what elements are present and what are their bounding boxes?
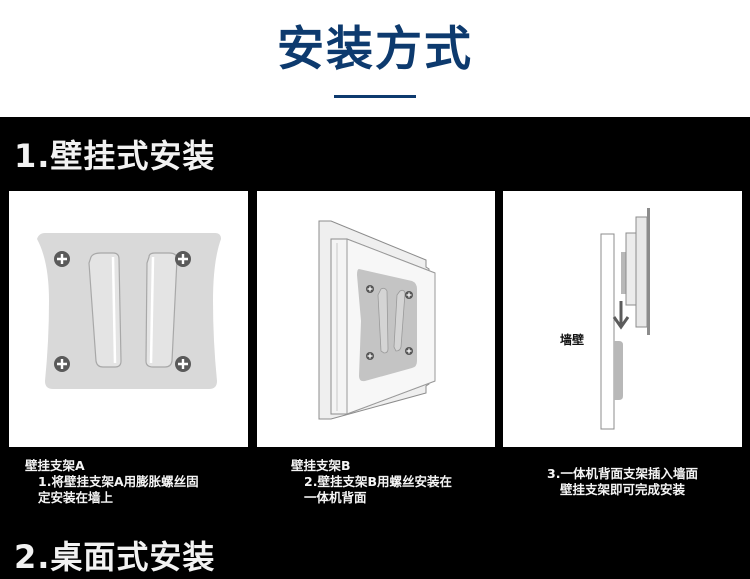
caption-side-view: 3.一体机背面支架插入墙面 壁挂支架即可完成安装 bbox=[503, 466, 742, 498]
bracket-b-illustration bbox=[318, 220, 436, 420]
down-arrow-icon bbox=[612, 301, 630, 330]
panel-bracket-a bbox=[9, 191, 248, 447]
page-title: 安装方式 bbox=[277, 22, 473, 77]
caption-bracket-b: 壁挂支架B 2.壁挂支架B用螺丝安装在 一体机背面 bbox=[291, 458, 452, 506]
caption-line: 2.壁挂支架B用螺丝安装在 bbox=[304, 474, 452, 489]
caption-title: 壁挂支架B bbox=[291, 458, 351, 473]
caption-line: 壁挂支架即可完成安装 bbox=[559, 482, 685, 497]
caption-line: 3.一体机背面支架插入墙面 bbox=[547, 466, 698, 481]
side-view-illustration: 墙壁 bbox=[560, 208, 650, 430]
title-underline bbox=[334, 95, 416, 98]
section-heading-desktop: 2.桌面式安装 bbox=[14, 538, 216, 576]
panel-bracket-b bbox=[257, 191, 495, 447]
caption-line: 定安装在墙上 bbox=[38, 490, 114, 505]
header: 安装方式 bbox=[0, 0, 750, 117]
wall-label: 墙壁 bbox=[560, 332, 584, 347]
caption-bracket-a: 壁挂支架A 1.将壁挂支架A用膨胀螺丝固 定安装在墙上 bbox=[25, 458, 199, 506]
caption-line: 1.将壁挂支架A用膨胀螺丝固 bbox=[38, 474, 199, 489]
bracket-a-illustration bbox=[37, 233, 221, 389]
caption-line: 一体机背面 bbox=[304, 490, 367, 505]
panel-side-view: 墙壁 bbox=[503, 191, 742, 447]
section-heading-wall-mount: 1.壁挂式安装 bbox=[14, 137, 216, 175]
caption-title: 壁挂支架A bbox=[25, 458, 85, 473]
